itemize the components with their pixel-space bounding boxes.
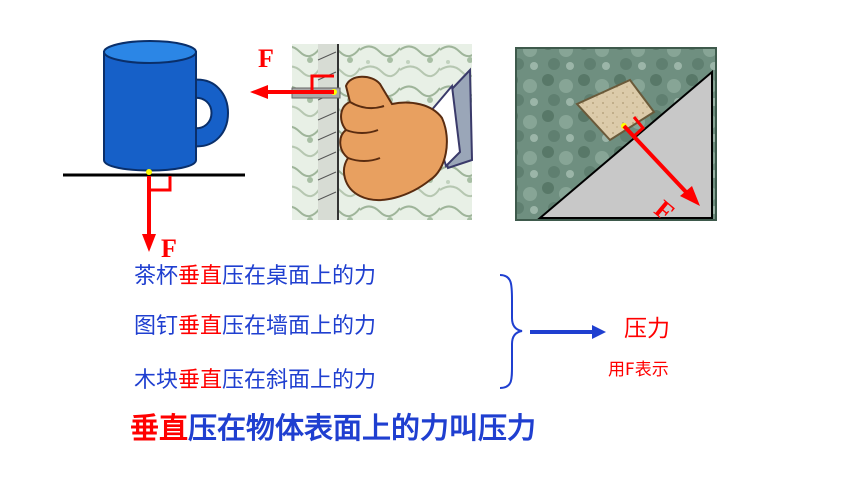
cup-force-label: F (161, 234, 177, 263)
incline-force-arrowhead (680, 186, 700, 206)
statement-cup-emph: 垂直 (178, 264, 223, 289)
result-symbol-note: 用F表示 (608, 360, 669, 380)
statement-pin-emph: 垂直 (178, 314, 223, 339)
wall-force-arrowhead (250, 85, 268, 99)
statement-cup-rest: 压在桌面上的力 (222, 264, 377, 289)
statement-block-emph: 垂直 (178, 368, 223, 393)
statement-pin-prefix: 图钉 (134, 314, 179, 339)
cup-right-angle-mark (149, 176, 172, 192)
definition-emph: 垂直 (130, 411, 189, 445)
definition-rest: 压在物体表面上的力叫压力 (188, 411, 537, 445)
statement-block-rest: 压在斜面上的力 (222, 368, 377, 393)
summary-arrowhead (592, 325, 606, 339)
wall-right-angle-mark (310, 74, 334, 92)
incline-force-arrow (622, 124, 688, 194)
statement-cup: 茶杯垂直压在桌面上的力 (134, 266, 376, 288)
statement-block: 木块垂直压在斜面上的力 (134, 370, 376, 392)
cup-rim (103, 40, 197, 64)
statement-pin: 图钉垂直压在墙面上的力 (134, 316, 376, 338)
wall-force-label: F (258, 44, 274, 73)
cup-force-arrowhead (142, 234, 156, 252)
statement-cup-prefix: 茶杯 (134, 264, 179, 289)
cup-contact-point (146, 169, 152, 175)
statement-pin-rest: 压在墙面上的力 (222, 314, 377, 339)
curly-brace (499, 274, 523, 389)
wooden-block (575, 78, 656, 142)
incline-surface (537, 69, 713, 219)
result-term: 压力 (624, 316, 670, 342)
definition-statement: 垂直压在物体表面上的力叫压力 (130, 414, 536, 443)
cup-body (103, 51, 197, 172)
incline-right-angle-mark (632, 116, 646, 138)
statement-block-prefix: 木块 (134, 368, 179, 393)
